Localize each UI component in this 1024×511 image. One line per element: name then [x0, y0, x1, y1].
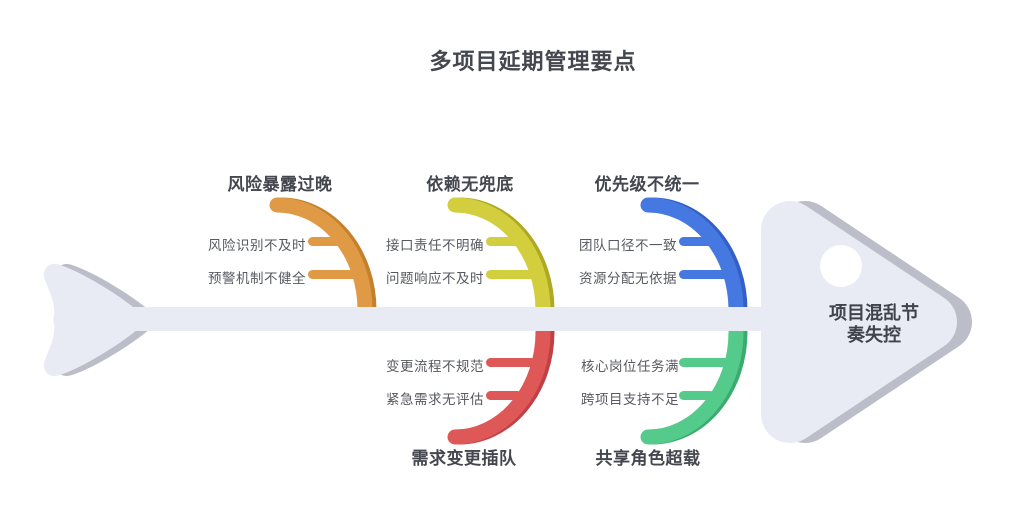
- branch-label-change: 需求变更插队: [411, 449, 517, 468]
- cause-label: 核心岗位任务满: [581, 359, 679, 374]
- fish-tail: [43, 264, 140, 376]
- cause-label: 风险识别不及时: [208, 238, 306, 253]
- branch-tick: [679, 391, 715, 400]
- cause-label: 跨项目支持不足: [581, 392, 679, 407]
- branch-label-dependency: 依赖无兜底: [426, 175, 514, 194]
- branch-arc: [447, 324, 551, 445]
- branch-tick: [486, 391, 522, 400]
- branch-tick: [486, 237, 521, 246]
- branch-tick: [486, 358, 536, 367]
- branch-tick: [308, 237, 343, 246]
- cause-label: 资源分配无依据: [579, 271, 677, 286]
- diagram-title: 多项目延期管理要点: [429, 49, 637, 74]
- branch-arc: [640, 324, 744, 445]
- head-effect-label: 项目混乱节奏失控: [829, 303, 919, 345]
- branch-arc: [269, 197, 373, 318]
- branch-arc: [640, 197, 744, 318]
- branch-tick: [486, 270, 536, 279]
- branch-arc: [447, 197, 551, 318]
- branch-label-priority: 优先级不统一: [594, 175, 700, 194]
- branch-label-risk: 风险暴露过晚: [227, 175, 333, 194]
- branch-tick: [679, 358, 729, 367]
- branch-tick: [679, 270, 729, 279]
- cause-label: 变更流程不规范: [386, 359, 484, 374]
- cause-label: 预警机制不健全: [208, 271, 306, 286]
- fish-spine: [120, 307, 825, 331]
- cause-label: 团队口径不一致: [579, 238, 677, 253]
- branch-tick: [679, 237, 714, 246]
- cause-label: 接口责任不明确: [386, 238, 484, 253]
- branch-label-role: 共享角色超载: [595, 449, 701, 468]
- branch-tick: [308, 270, 358, 279]
- cause-label: 紧急需求无评估: [386, 392, 484, 407]
- cause-label: 问题响应不及时: [386, 271, 484, 286]
- fish-eye: [820, 245, 862, 287]
